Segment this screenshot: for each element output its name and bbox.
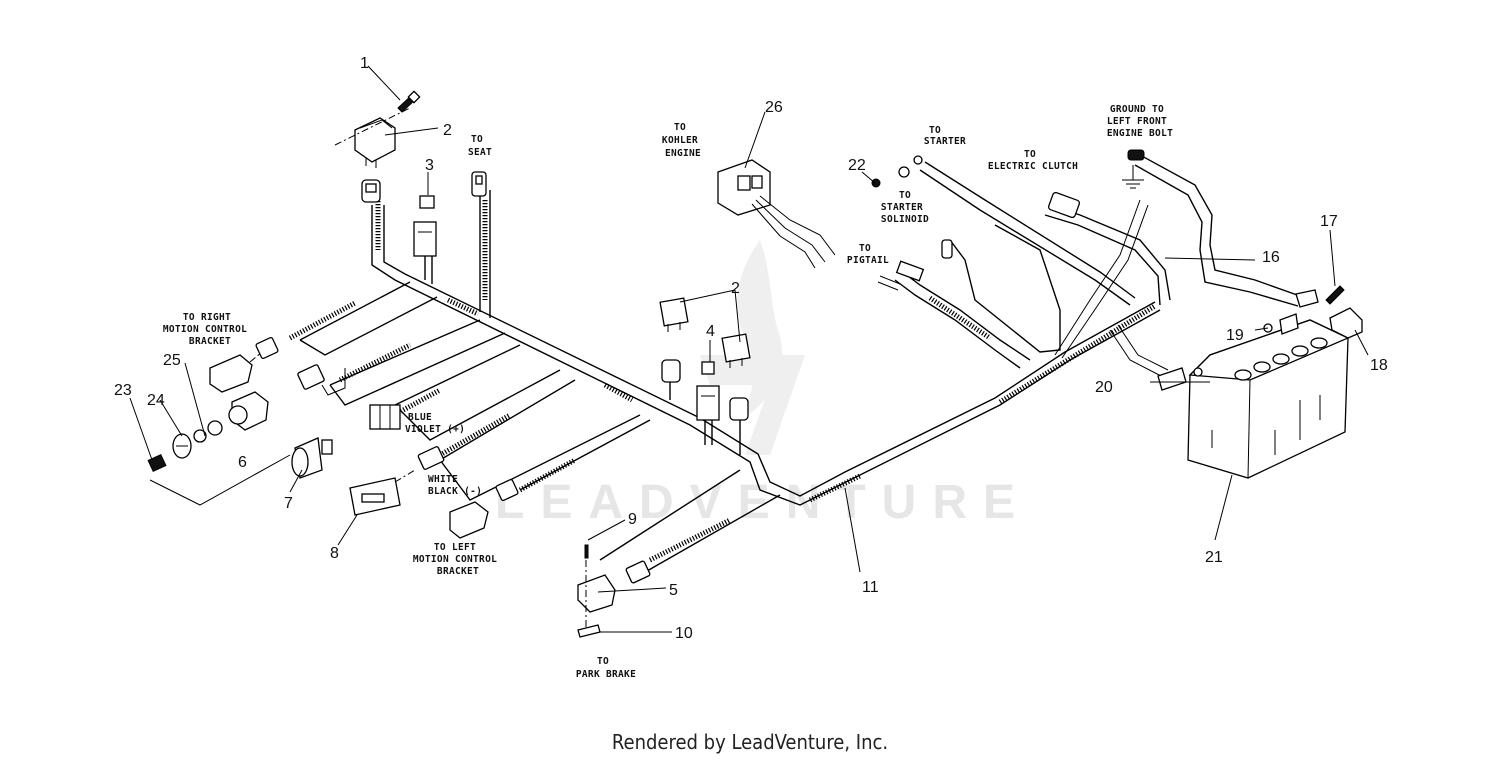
callout-9: 9 — [628, 511, 637, 528]
leader-lines — [129, 65, 1369, 633]
label-to-seat: TO SEAT — [468, 134, 492, 158]
callout-23: 23 — [114, 382, 132, 399]
callout-20: 20 — [1095, 379, 1113, 396]
callout-8: 8 — [330, 545, 339, 562]
hour-meter-8 — [349, 469, 416, 516]
callout-7: 7 — [284, 495, 293, 512]
hour-meter-connector-7 — [291, 437, 333, 479]
label-to-kohler-engine: TO KOHLER ENGINE — [662, 122, 704, 159]
callout-numbers: 1 2 3 2 4 5 6 7 8 9 10 11 16 17 18 19 20… — [114, 55, 1388, 642]
callout-24: 24 — [147, 392, 165, 409]
plug-block-3x2 — [369, 404, 401, 430]
seat-connector — [471, 171, 487, 197]
center-connector-b — [729, 397, 749, 421]
right-motion-connector — [297, 364, 346, 396]
label-to-electric-clutch: TO ELECTRIC CLUTCH — [988, 149, 1078, 172]
relay-2-center-right — [721, 333, 751, 368]
callout-2-upper: 2 — [443, 122, 452, 139]
label-to-starter: TO STARTER — [924, 125, 966, 147]
callout-22: 22 — [848, 157, 866, 174]
footer-credit: Rendered by LeadVenture, Inc. — [611, 730, 889, 754]
center-connector-a — [661, 359, 681, 383]
label-to-park-brake: TO PARK BRAKE — [576, 656, 636, 680]
callout-5: 5 — [669, 582, 678, 599]
battery-cable-16-end — [1295, 289, 1319, 308]
park-brake-switch-5 — [577, 544, 651, 638]
kohler-engine-connector-26 — [717, 159, 836, 269]
callout-16: 16 — [1262, 249, 1280, 266]
callout-25: 25 — [163, 352, 181, 369]
callout-17: 17 — [1320, 213, 1338, 230]
solenoid-lead — [941, 239, 953, 259]
terminal-cover-18 — [1329, 307, 1363, 339]
relay-2-center-left — [659, 297, 689, 332]
label-ground: GROUND TO LEFT FRONT ENGINE BOLT — [1107, 104, 1173, 139]
label-white-black: WHITE BLACK (-) — [428, 474, 482, 497]
callout-11: 11 — [862, 579, 879, 596]
screw-1 — [397, 90, 421, 113]
relay-2-upper — [354, 117, 396, 168]
label-to-pigtail: TO PIGTAIL — [847, 243, 889, 266]
labels: TO SEAT TO KOHLER ENGINE TO STARTER TO E… — [163, 104, 1173, 680]
callout-2-center: 2 — [731, 280, 740, 297]
label-to-left-motion-control: TO LEFT MOTION CONTROL BRACKET — [413, 542, 503, 577]
blue-violet-connector — [417, 446, 445, 470]
label-blue-violet: BLUE VIOLET (+) — [405, 412, 465, 435]
engine-cables — [894, 154, 1301, 379]
nut-22 — [871, 178, 881, 188]
callout-10: 10 — [675, 625, 693, 642]
ground-terminal — [1122, 149, 1145, 189]
battery-caps — [1234, 337, 1328, 381]
fuse-4 — [696, 361, 720, 421]
right-motion-switch — [209, 336, 279, 393]
starter-terminal — [898, 155, 923, 178]
left-motion-switch — [449, 478, 519, 539]
callout-18: 18 — [1370, 357, 1388, 374]
main-harness — [288, 190, 1161, 576]
bolt-17 — [1325, 285, 1345, 305]
callout-3: 3 — [425, 157, 434, 174]
harness-end-connector — [361, 179, 381, 203]
callout-26: 26 — [765, 99, 783, 116]
callout-21: 21 — [1205, 549, 1223, 566]
key-switch-assembly — [147, 391, 291, 506]
fuse-3 — [413, 195, 437, 257]
battery-21 — [1187, 319, 1350, 479]
callout-4: 4 — [706, 323, 715, 340]
callout-1: 1 — [360, 55, 369, 72]
electric-clutch-connector — [1047, 191, 1081, 219]
callout-6: 6 — [238, 454, 247, 471]
label-to-starter-solenoid: TO STARTER SOLINOID — [881, 190, 929, 225]
label-to-right-motion-control: TO RIGHT MOTION CONTROL BRACKET — [163, 312, 253, 347]
callout-19: 19 — [1226, 327, 1244, 344]
pigtail-connector — [877, 260, 925, 291]
